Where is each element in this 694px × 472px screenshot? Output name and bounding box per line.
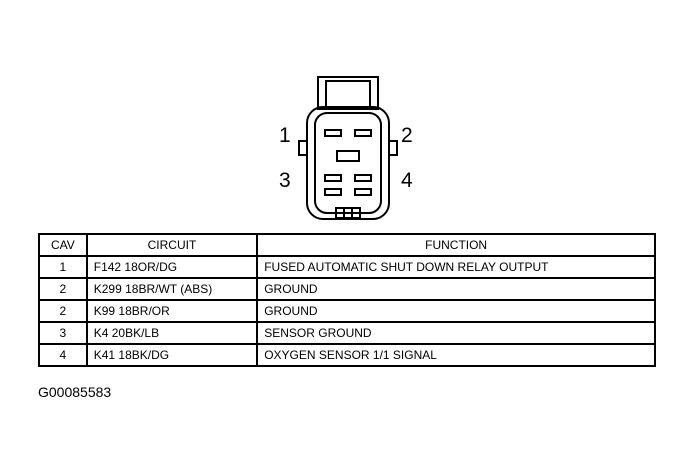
cavity-center bbox=[336, 150, 360, 162]
connector-diagram bbox=[298, 76, 398, 220]
table-row: 1 F142 18OR/DG FUSED AUTOMATIC SHUT DOWN… bbox=[38, 255, 656, 279]
cavity-1 bbox=[324, 129, 342, 137]
cavity-lower-right bbox=[354, 188, 372, 196]
pin-label-2: 2 bbox=[401, 124, 413, 147]
header-cav: CAV bbox=[38, 233, 88, 257]
cell-circuit: F142 18OR/DG bbox=[85, 255, 259, 279]
table-row: 2 K299 18BR/WT (ABS) GROUND bbox=[38, 277, 656, 301]
cell-function: OXYGEN SENSOR 1/1 SIGNAL bbox=[256, 343, 656, 367]
cell-cav: 2 bbox=[38, 299, 88, 323]
cell-cav: 3 bbox=[38, 321, 88, 345]
cell-cav: 1 bbox=[38, 255, 88, 279]
cell-circuit: K4 20BK/LB bbox=[85, 321, 259, 345]
cell-circuit: K41 18BK/DG bbox=[85, 343, 259, 367]
cell-function: SENSOR GROUND bbox=[256, 321, 656, 345]
connector-side-tab-right bbox=[388, 140, 398, 156]
connector-side-tab-left bbox=[298, 140, 308, 156]
cavity-3 bbox=[324, 174, 342, 182]
cell-circuit: K299 18BR/WT (ABS) bbox=[85, 277, 259, 301]
table-row: 4 K41 18BK/DG OXYGEN SENSOR 1/1 SIGNAL bbox=[38, 343, 656, 367]
connector-latch-inner bbox=[325, 80, 371, 110]
cavity-2 bbox=[354, 129, 372, 137]
table-row: 2 K99 18BR/OR GROUND bbox=[38, 299, 656, 323]
cell-function: FUSED AUTOMATIC SHUT DOWN RELAY OUTPUT bbox=[256, 255, 656, 279]
connector-housing-inner bbox=[314, 112, 382, 214]
cell-function: GROUND bbox=[256, 299, 656, 323]
header-function: FUNCTION bbox=[256, 233, 656, 257]
pin-label-1: 1 bbox=[279, 124, 291, 147]
cell-cav: 4 bbox=[38, 343, 88, 367]
cavity-4 bbox=[354, 174, 372, 182]
cell-cav: 2 bbox=[38, 277, 88, 301]
pinout-table: CAV CIRCUIT FUNCTION 1 F142 18OR/DG FUSE… bbox=[38, 233, 656, 367]
cell-function: GROUND bbox=[256, 277, 656, 301]
header-circuit: CIRCUIT bbox=[85, 233, 259, 257]
connector-bottom-tab bbox=[335, 207, 361, 219]
cavity-lower-left bbox=[324, 188, 342, 196]
pin-label-3: 3 bbox=[279, 169, 291, 192]
table-header-row: CAV CIRCUIT FUNCTION bbox=[38, 233, 656, 257]
pin-label-4: 4 bbox=[401, 169, 413, 192]
table-row: 3 K4 20BK/LB SENSOR GROUND bbox=[38, 321, 656, 345]
cell-circuit: K99 18BR/OR bbox=[85, 299, 259, 323]
connector-housing bbox=[306, 106, 390, 220]
figure-id: G00085583 bbox=[38, 384, 112, 400]
